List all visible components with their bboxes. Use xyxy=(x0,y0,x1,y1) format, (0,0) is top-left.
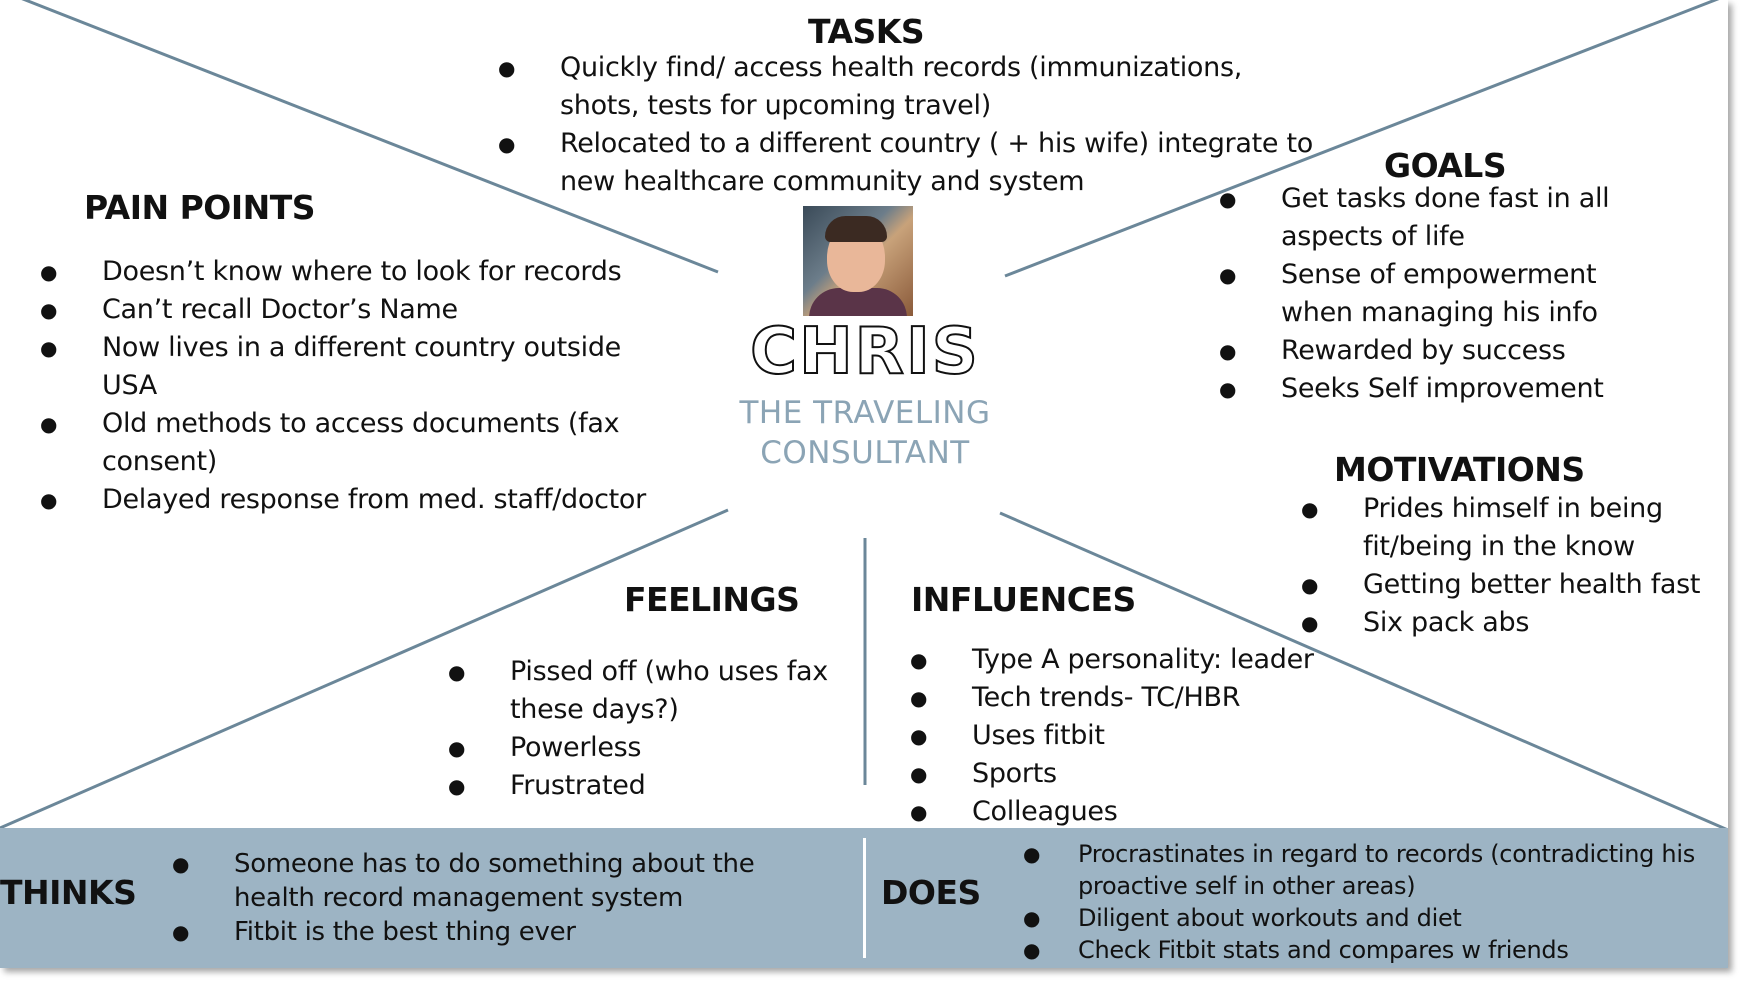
tasks-heading: TASKS xyxy=(808,12,925,51)
list-item: Frustrated xyxy=(448,767,848,805)
tasks-list: Quickly find/ access health records (imm… xyxy=(498,49,1318,201)
motivations-list: Prides himself in being fit/being in the… xyxy=(1301,490,1726,642)
divider-top-right xyxy=(1004,0,1720,278)
influences-list: Type A personality: leader Tech trends- … xyxy=(910,641,1350,831)
list-item: Type A personality: leader xyxy=(910,641,1350,679)
divider-bottom-left xyxy=(0,508,729,830)
list-item: Now lives in a different country outside… xyxy=(40,329,660,405)
does-heading: DOES xyxy=(881,873,981,912)
thinks-heading: THINKS xyxy=(0,873,137,912)
list-item: Prides himself in being fit/being in the… xyxy=(1301,490,1726,566)
feelings-list: Pissed off (who uses fax these days?) Po… xyxy=(448,653,848,805)
list-item: Procrastinates in regard to records (con… xyxy=(1023,838,1728,902)
list-item: Diligent about workouts and diet xyxy=(1023,902,1728,934)
list-item: Sports xyxy=(910,755,1350,793)
persona-name: CHRIS xyxy=(749,314,980,390)
list-item: Quickly find/ access health records (imm… xyxy=(498,49,1318,125)
list-item: Tech trends- TC/HBR xyxy=(910,679,1350,717)
list-item: Can’t recall Doctor’s Name xyxy=(40,291,660,329)
list-item: Pissed off (who uses fax these days?) xyxy=(448,653,848,729)
pain-points-heading: PAIN POINTS xyxy=(84,188,316,227)
list-item: Powerless xyxy=(448,729,848,767)
divider-top-left xyxy=(21,0,719,274)
motivations-heading: MOTIVATIONS xyxy=(1334,450,1585,489)
pain-points-list: Doesn’t know where to look for records C… xyxy=(40,253,660,519)
list-item: Doesn’t know where to look for records xyxy=(40,253,660,291)
list-item: Getting better health fast xyxy=(1301,566,1726,604)
thinks-list: Someone has to do something about the he… xyxy=(172,847,792,949)
influences-heading: INFLUENCES xyxy=(911,580,1136,619)
divider-bottom-right xyxy=(999,511,1728,832)
goals-heading: GOALS xyxy=(1384,146,1507,185)
list-item: Get tasks done fast in all aspects of li… xyxy=(1219,180,1639,256)
list-item: Seeks Self improvement xyxy=(1219,370,1639,408)
list-item: Uses fitbit xyxy=(910,717,1350,755)
list-item: Rewarded by success xyxy=(1219,332,1639,370)
does-list: Procrastinates in regard to records (con… xyxy=(1023,838,1728,966)
list-item: Fitbit is the best thing ever xyxy=(172,915,792,949)
feelings-heading: FEELINGS xyxy=(624,580,800,619)
persona-subtitle: THE TRAVELING CONSULTANT xyxy=(739,395,991,471)
band-divider xyxy=(863,838,866,958)
list-item: Six pack abs xyxy=(1301,604,1726,642)
list-item: Check Fitbit stats and compares w friend… xyxy=(1023,934,1728,966)
goals-list: Get tasks done fast in all aspects of li… xyxy=(1219,180,1639,408)
list-item: Someone has to do something about the he… xyxy=(172,847,792,915)
diagram-divider-lines xyxy=(0,0,1728,832)
list-item: Relocated to a different country ( + his… xyxy=(498,125,1318,201)
list-item: Delayed response from med. staff/doctor xyxy=(40,481,660,519)
list-item: Old methods to access documents (fax con… xyxy=(40,405,660,481)
list-item: Colleagues xyxy=(910,793,1350,831)
persona-avatar xyxy=(803,206,913,316)
persona-slide: TASKS Quickly find/ access health record… xyxy=(0,0,1728,968)
list-item: Sense of empowerment when managing his i… xyxy=(1219,256,1639,332)
